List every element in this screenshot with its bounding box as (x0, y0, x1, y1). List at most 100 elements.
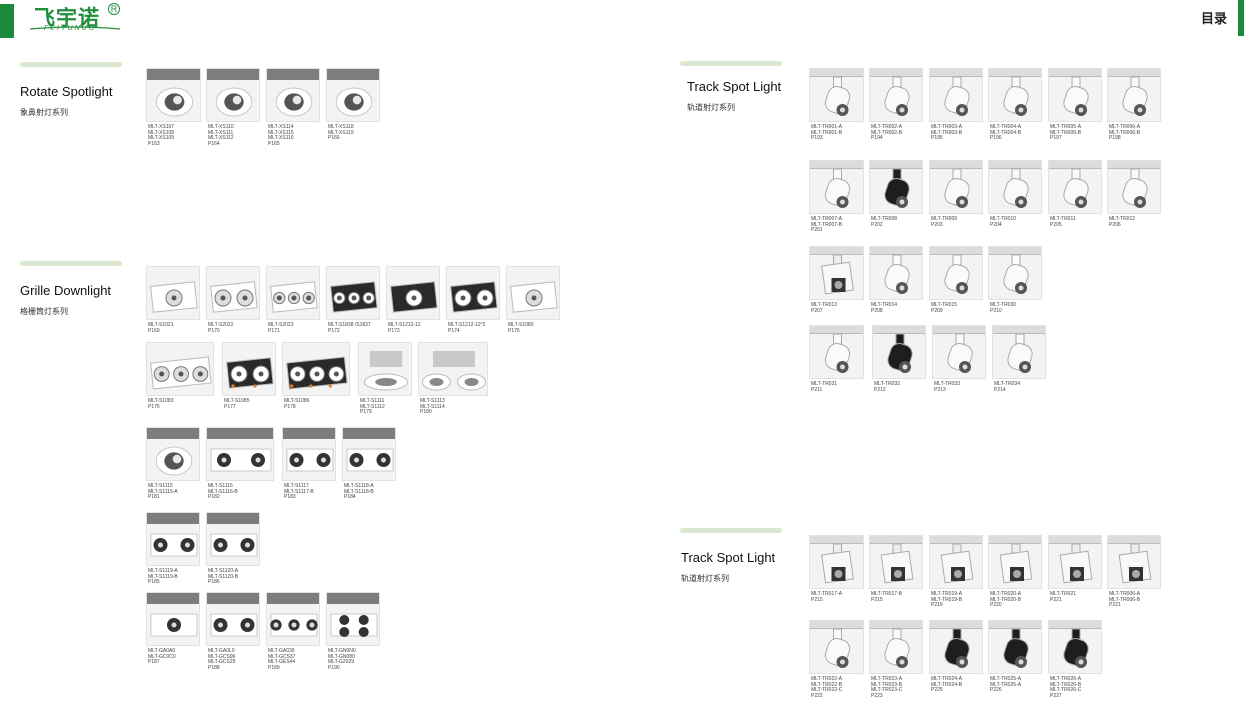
grille-downlight-icon (206, 266, 260, 320)
model-code-line: MLT-TR022-A (811, 676, 843, 682)
model-code-line: MLT-TR023-A (871, 676, 903, 682)
model-code-line: MLT-XS111 (208, 129, 234, 136)
model-code-line: P204 (990, 221, 1002, 228)
track-spotlight-icon (1048, 535, 1102, 589)
model-code-line: P202 (871, 221, 883, 228)
model-code-line: P176 (148, 403, 160, 410)
track-spotlight-icon (809, 68, 864, 122)
model-code-line: MLT-G2929 (328, 659, 355, 666)
model-code-line: MLT-S1116 (208, 483, 233, 489)
model-code-line: P166 (328, 135, 340, 142)
model-code-line: P179 (360, 409, 372, 416)
model-code-line: MLT-TR006-B (1109, 596, 1141, 603)
track-spotlight-icon (872, 325, 926, 379)
model-code-line: MLT-TR007-A (811, 216, 843, 222)
model-code-line: P212 (874, 386, 886, 393)
model-code-line: MLT-XS119 (328, 129, 354, 136)
model-code-line: P211 (811, 386, 823, 393)
model-code-line: MLT-GA0A0 (148, 648, 176, 654)
brand-name-en: FEIYUNUO (44, 25, 97, 32)
track-spotlight-icon (929, 246, 983, 300)
model-code-line: MLT-TR020-A (990, 591, 1022, 597)
grille-downlight-icon (326, 266, 380, 320)
track-spotlight-icon (1107, 68, 1161, 122)
grille-downlight-icon (146, 342, 214, 396)
grille-downlight-icon (206, 512, 260, 566)
model-code-line: P197 (1050, 135, 1062, 142)
model-code-line: P190 (328, 664, 340, 671)
model-code-line: MLT-S1080 (508, 322, 534, 328)
model-code-line: MLT-XS110 (208, 124, 234, 130)
model-code-line: MLT-S1114 (420, 403, 445, 410)
model-code-line: MLT-S1119-B (148, 573, 178, 580)
track-spotlight-icon (869, 535, 923, 589)
track-spotlight-icon (988, 246, 1042, 300)
model-code-line: MLT-TR022-B (811, 681, 843, 688)
section-title-cn: 格栅筒灯系列 (20, 307, 68, 316)
model-code-line: MLT-TR026-A (1050, 676, 1082, 682)
model-code-line: MLT-S1115 (148, 483, 173, 489)
model-code-line: MLT-TR010 (990, 216, 1017, 222)
track-spotlight-icon (1048, 68, 1102, 122)
model-code-line: MLT-TR004-A (990, 124, 1022, 130)
model-code-line: MLT-TR024-B (931, 681, 963, 688)
model-code-line: P172 (328, 327, 340, 334)
track-spotlight-icon (1107, 160, 1161, 214)
track-spotlight-icon (1048, 160, 1102, 214)
section-title-cn: 轨道射灯系列 (681, 574, 729, 583)
model-code-line: MLT-TR006-A (1109, 124, 1141, 130)
track-spotlight-icon (809, 535, 864, 589)
model-code-line: MLT-TR011 (1050, 216, 1076, 222)
grille-downlight-icon (206, 592, 260, 646)
model-code-line: MLT-TR033 (934, 381, 961, 387)
model-code-line: MLT-S1117 (284, 483, 309, 489)
model-code-line: P175 (508, 327, 520, 334)
model-code-line: MLT-S1117-B (284, 488, 314, 495)
track-spotlight-icon (992, 325, 1046, 379)
model-code-line: MLT-TR025-A (990, 676, 1022, 682)
model-code-line: P220 (990, 602, 1002, 609)
model-code-line: P209 (931, 307, 943, 314)
grille-downlight-icon (282, 342, 350, 396)
toc-label: 目录 (1201, 12, 1228, 27)
model-code-line: MLT-TR007-B (811, 221, 843, 228)
model-code-line: MLT-TR017-A (811, 591, 843, 597)
model-code-line: MLT-S1116-B (208, 488, 238, 495)
model-code-line: MLT-XS109 (148, 135, 175, 142)
model-code-line: MLT-GN080 (328, 653, 355, 660)
grille-downlight-icon (342, 427, 396, 481)
wing-swoosh-icon (30, 26, 120, 30)
model-code-line: MLT-XS116 (268, 135, 294, 142)
model-code-line: P210 (990, 307, 1002, 314)
model-code-line: MLT-S1086 (284, 398, 310, 404)
model-code-line: P189 (268, 664, 280, 671)
rotate-spotlight-icon (266, 68, 320, 122)
model-code-line: MLT-S1111 (360, 398, 385, 404)
track-spotlight-icon (1107, 535, 1161, 589)
model-code-line: P213 (934, 386, 946, 393)
model-code-line: P187 (148, 659, 160, 666)
model-code-line: P219 (931, 602, 943, 609)
model-code-line: P223 (871, 692, 883, 699)
model-code-line: P225 (931, 687, 943, 694)
model-code-line: MLT-TR002-B (871, 129, 903, 136)
model-code-line: P171 (268, 327, 280, 334)
grille-downlight-icon (386, 266, 440, 320)
model-code-line: MLT-GES44 (268, 659, 296, 666)
model-code-line: MLT-XS107 (148, 124, 175, 130)
